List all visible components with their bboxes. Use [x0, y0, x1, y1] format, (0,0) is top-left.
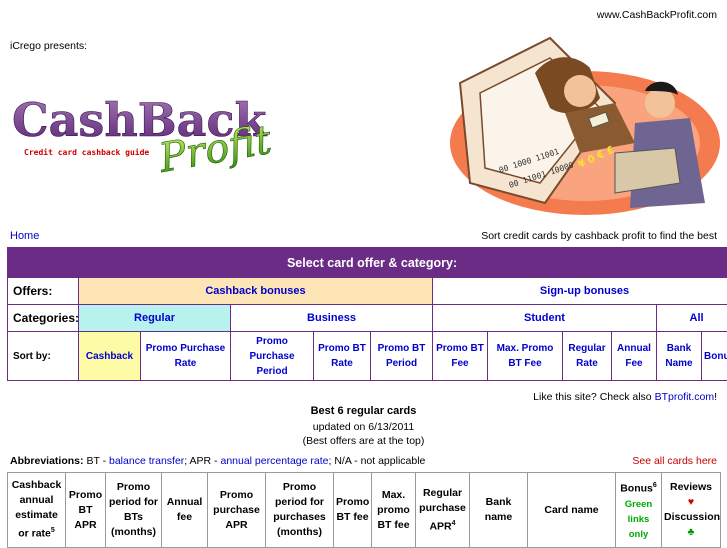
- col-promo-bt-fee[interactable]: Promo BT fee: [334, 473, 372, 548]
- category-student[interactable]: Student: [433, 305, 657, 332]
- also-prefix: Like this site? Check also: [533, 391, 654, 403]
- also-check-text: Like this site? Check also BTprofit.com!: [533, 391, 717, 403]
- col-max-promo-bt-fee[interactable]: Max. promo BT fee: [372, 473, 416, 548]
- col-reviews-label: Reviews: [670, 481, 712, 493]
- selector-title: Select card offer & category:: [8, 248, 727, 278]
- sort-promo-bt-period[interactable]: Promo BT Period: [371, 332, 433, 381]
- col-promo-period-bts[interactable]: Promo period for BTs (months): [106, 473, 162, 548]
- col-cashback-sup: 5: [51, 527, 55, 534]
- category-regular[interactable]: Regular: [79, 305, 231, 332]
- col-bonus-label: Bonus: [620, 483, 653, 495]
- sort-bank-name[interactable]: Bank Name: [657, 332, 702, 381]
- site-url: www.CashBackProfit.com: [597, 9, 717, 21]
- club-icon: ♣: [688, 526, 695, 538]
- col-bank-name[interactable]: Bank name: [470, 473, 528, 548]
- cashbackprofit-logo[interactable]: CashBack Credit card cashback guide Prof…: [12, 92, 282, 202]
- results-title: Best 6 regular cards: [0, 405, 727, 417]
- abbr-na: ; N/A - not applicable: [328, 455, 425, 467]
- updated-date: updated on 6/13/2011: [0, 421, 727, 433]
- sort-annual-fee[interactable]: Annual Fee: [612, 332, 657, 381]
- sort-promo-purchase-period[interactable]: Promo Purchase Period: [231, 332, 314, 381]
- col-promo-period-purchases[interactable]: Promo period for purchases (months): [266, 473, 334, 548]
- apr-link[interactable]: annual percentage rate: [220, 455, 328, 467]
- home-link[interactable]: Home: [10, 230, 39, 242]
- results-note: (Best offers are at the top): [0, 435, 727, 447]
- col-discussion-label: Discussion: [664, 511, 720, 523]
- computer-illustration: 00 1000 11001 00 11001 10000 ¥ 0 € £: [440, 33, 720, 225]
- col-reviews[interactable]: Reviews ♥ Discussion ♣: [662, 473, 721, 548]
- category-all[interactable]: All: [657, 305, 727, 332]
- see-all-cards-link[interactable]: See all cards here: [632, 455, 717, 467]
- col-regular-label: Regular purchase APR: [419, 487, 466, 533]
- sort-regular-rate[interactable]: Regular Rate: [563, 332, 612, 381]
- abbreviations-label: Abbreviations:: [10, 455, 84, 467]
- presents-text: iCrego presents:: [10, 40, 87, 52]
- sort-promo-bt-fee[interactable]: Promo BT Fee: [433, 332, 488, 381]
- category-business[interactable]: Business: [231, 305, 433, 332]
- offer-cashback-bonuses[interactable]: Cashback bonuses: [79, 278, 433, 305]
- sort-label: Sort by:: [8, 332, 79, 381]
- offer-signup-bonuses[interactable]: Sign-up bonuses: [433, 278, 727, 305]
- col-regular-purchase-apr[interactable]: Regular purchase APR4: [416, 473, 470, 548]
- col-cashback[interactable]: Cashback annual estimate or rate5: [8, 473, 66, 548]
- sort-promo-purchase-rate[interactable]: Promo Purchase Rate: [141, 332, 231, 381]
- col-promo-purchase-apr[interactable]: Promo purchase APR: [208, 473, 266, 548]
- sort-cashback[interactable]: Cashback: [79, 332, 141, 381]
- abbr-apr: ; APR -: [184, 455, 220, 467]
- categories-label: Categories:: [8, 305, 79, 332]
- tagline: Sort credit cards by cashback profit to …: [481, 230, 717, 242]
- btprofit-link[interactable]: BTprofit.com: [655, 391, 715, 403]
- selector-table: Select card offer & category: Offers: Ca…: [7, 247, 727, 381]
- logo-sub-text: Credit card cashback guide: [24, 147, 149, 157]
- balance-transfer-link[interactable]: balance transfer: [109, 455, 184, 467]
- also-suffix: !: [714, 391, 717, 403]
- col-regular-sup: 4: [452, 520, 456, 527]
- col-annual-fee[interactable]: Annual fee: [162, 473, 208, 548]
- heart-icon: ♥: [688, 496, 694, 508]
- col-promo-bt-apr[interactable]: Promo BT APR: [66, 473, 106, 548]
- abbreviations-line: Abbreviations: BT - balance transfer; AP…: [10, 455, 425, 467]
- abbr-bt: BT -: [86, 455, 109, 467]
- bonus-note: Green links only: [625, 499, 652, 540]
- sort-max-promo-bt-fee[interactable]: Max. Promo BT Fee: [488, 332, 563, 381]
- sort-bonus[interactable]: Bonus: [702, 332, 727, 381]
- offers-label: Offers:: [8, 278, 79, 305]
- cards-table: Cashback annual estimate or rate5 Promo …: [7, 472, 721, 548]
- col-bonus-sup: 6: [653, 482, 657, 489]
- col-card-name[interactable]: Card name: [528, 473, 616, 548]
- sort-promo-bt-rate[interactable]: Promo BT Rate: [314, 332, 371, 381]
